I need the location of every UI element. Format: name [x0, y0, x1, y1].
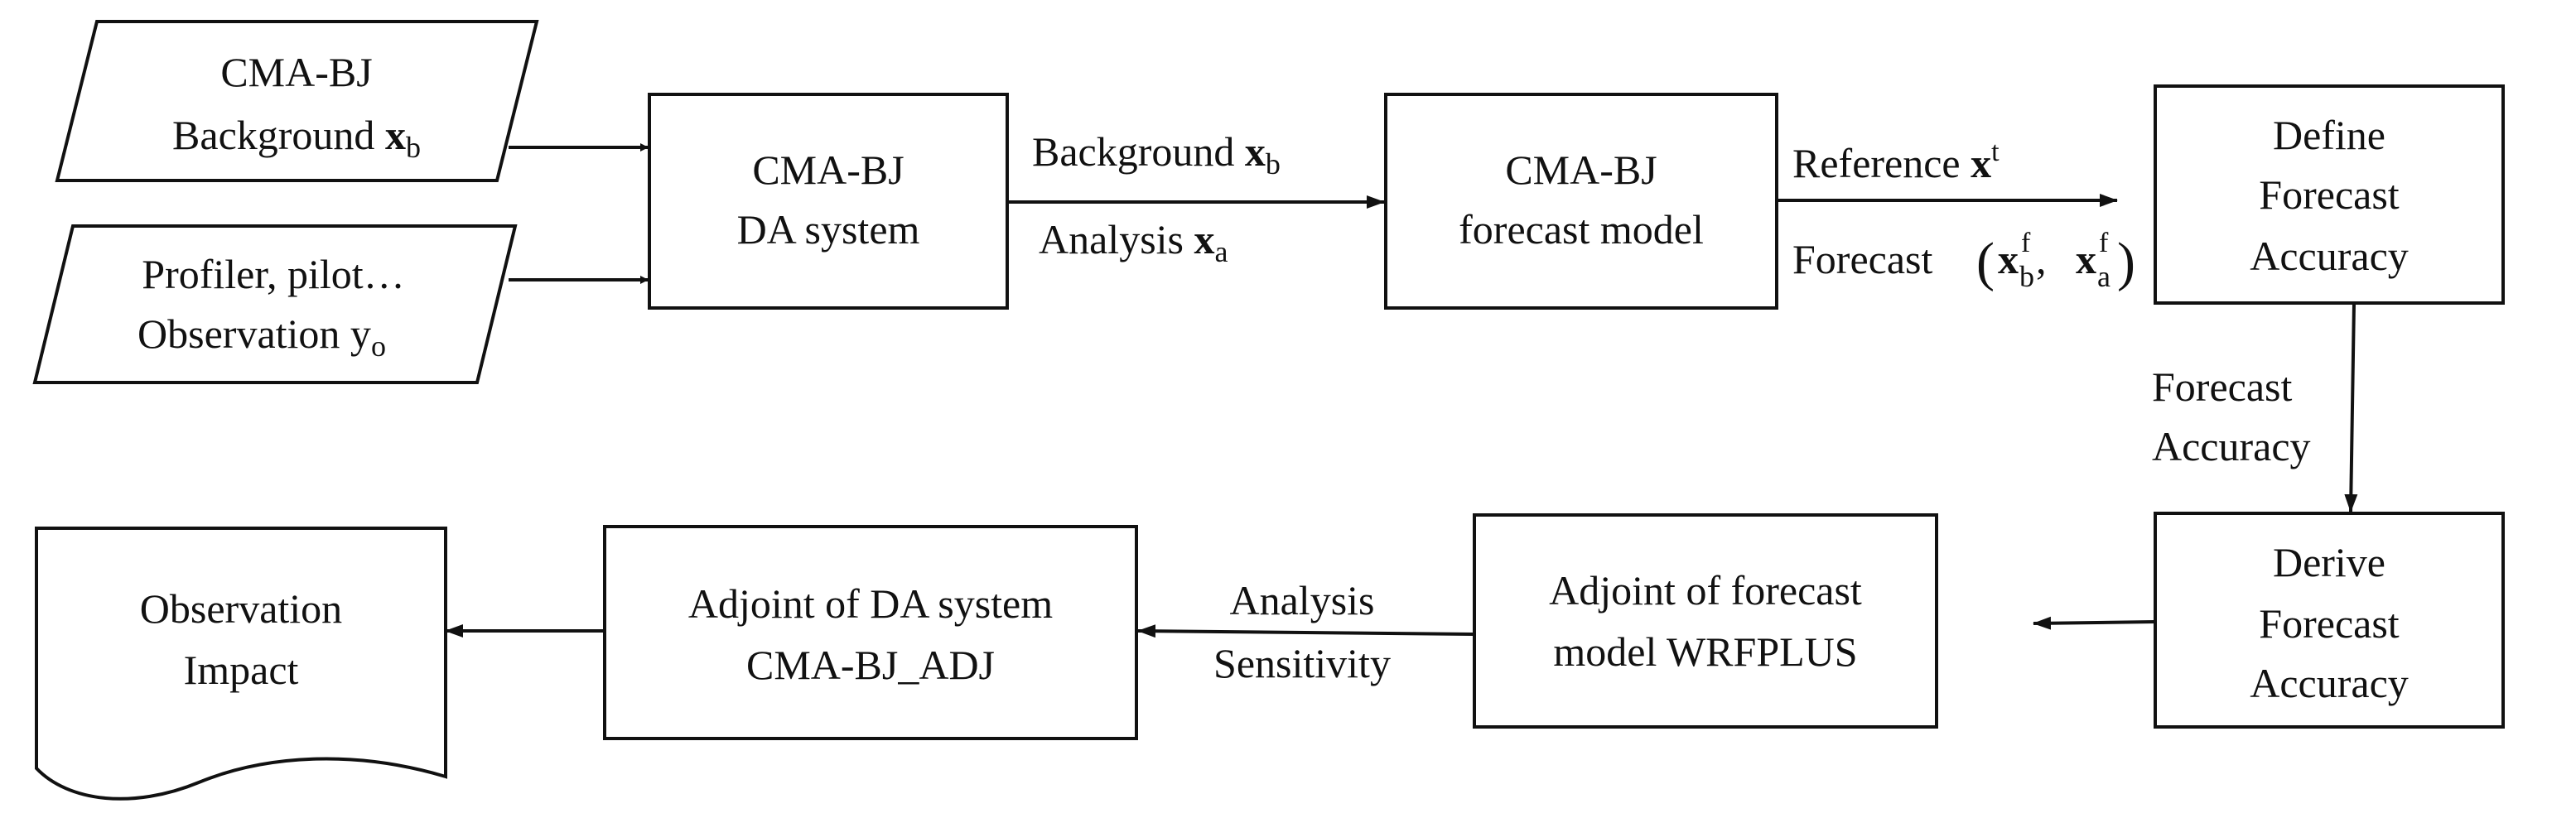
derive-accuracy-box — [2154, 512, 2505, 729]
observation-impact-line1: Observation — [140, 585, 342, 632]
observation-input-label: Observation yo — [137, 310, 386, 363]
define-accuracy-line1: Define — [2273, 112, 2385, 158]
edge-label-forecast-var-2: x — [2076, 236, 2096, 282]
edge-label-forecast-sep: , — [2036, 236, 2047, 282]
da-system-box — [648, 93, 1009, 310]
observation-input-shape — [32, 224, 518, 384]
edge-label-forecast-close-paren: ) — [2117, 232, 2135, 292]
edge-label-reference: Reference xt — [1792, 137, 2000, 186]
derive-accuracy-line2: Forecast — [2259, 600, 2399, 647]
derive-accuracy-line3: Accuracy — [2250, 660, 2409, 706]
define-accuracy-line2: Forecast — [2259, 171, 2399, 218]
edge-label-forecast: Forecast ( x f b , x f a ) — [1792, 228, 2135, 293]
forecast-model-title: CMA-BJ — [1505, 147, 1657, 193]
background-input-label: Background xb — [172, 112, 421, 164]
edge-label-forecast-accuracy-1: Forecast — [2152, 363, 2292, 410]
adjoint-forecast-box — [1473, 513, 1938, 729]
edge-label-forecast-var-1: x — [1998, 236, 2019, 282]
background-input-node: CMA-BJ Background xb — [55, 20, 539, 182]
adjoint-da-line1: Adjoint of DA system — [688, 580, 1053, 627]
define-accuracy-line3: Accuracy — [2250, 233, 2409, 279]
forecast-model-node: CMA-BJ forecast model — [1384, 93, 1778, 310]
background-input-title: CMA-BJ — [220, 49, 372, 95]
edge-label-analysis-sensitivity-2: Sensitivity — [1213, 640, 1391, 686]
adjoint-forecast-line2: model WRFPLUS — [1553, 628, 1857, 675]
forecast-model-subtitle: forecast model — [1459, 206, 1704, 253]
adjoint-da-node: Adjoint of DA system CMA-BJ_ADJ — [603, 525, 1138, 740]
arrow-derive-to-adjoint-forecast — [2033, 616, 2156, 630]
edge-label-analysis: Analysis xa — [1039, 216, 1228, 268]
arrow-adjoint-forecast-to-adjoint-da — [1137, 624, 1475, 638]
observation-impact-shape — [35, 527, 447, 801]
observation-impact-line2: Impact — [184, 647, 299, 693]
edge-label-background: Background xb — [1032, 128, 1281, 180]
adjoint-forecast-node: Adjoint of forecast model WRFPLUS — [1473, 513, 1938, 729]
derive-accuracy-line1: Derive — [2273, 539, 2385, 585]
background-input-shape — [55, 20, 539, 182]
adjoint-da-box — [603, 525, 1138, 740]
edge-label-forecast-accuracy-2: Accuracy — [2152, 423, 2311, 469]
edge-label-forecast-open-paren: ( — [1976, 232, 1995, 292]
observation-impact-node: Observation Impact — [35, 527, 447, 801]
da-system-subtitle: DA system — [737, 206, 920, 253]
edge-label-forecast-text: Forecast — [1792, 236, 1932, 282]
arrow-define-to-derive — [2344, 302, 2358, 512]
edge-label-analysis-sensitivity-1: Analysis — [1230, 577, 1375, 623]
forecast-model-box — [1384, 93, 1778, 310]
observation-input-node: Profiler, pilot… Observation yo — [32, 224, 518, 384]
da-system-node: CMA-BJ DA system — [648, 93, 1009, 310]
adjoint-forecast-line1: Adjoint of forecast — [1549, 567, 1862, 614]
define-accuracy-node: Define Forecast Accuracy — [2154, 84, 2505, 305]
adjoint-da-line2: CMA-BJ_ADJ — [746, 642, 995, 688]
derive-accuracy-node: Derive Forecast Accuracy — [2154, 512, 2505, 729]
da-system-title: CMA-BJ — [752, 147, 904, 193]
edge-label-forecast-sup-1: f — [2021, 228, 2031, 258]
define-accuracy-box — [2154, 84, 2505, 305]
edge-label-forecast-sup-2: f — [2099, 228, 2109, 258]
observation-input-title: Profiler, pilot… — [142, 251, 404, 297]
edge-label-forecast-sub-1: b — [2019, 260, 2034, 293]
edge-label-forecast-sub-2: a — [2097, 260, 2110, 293]
